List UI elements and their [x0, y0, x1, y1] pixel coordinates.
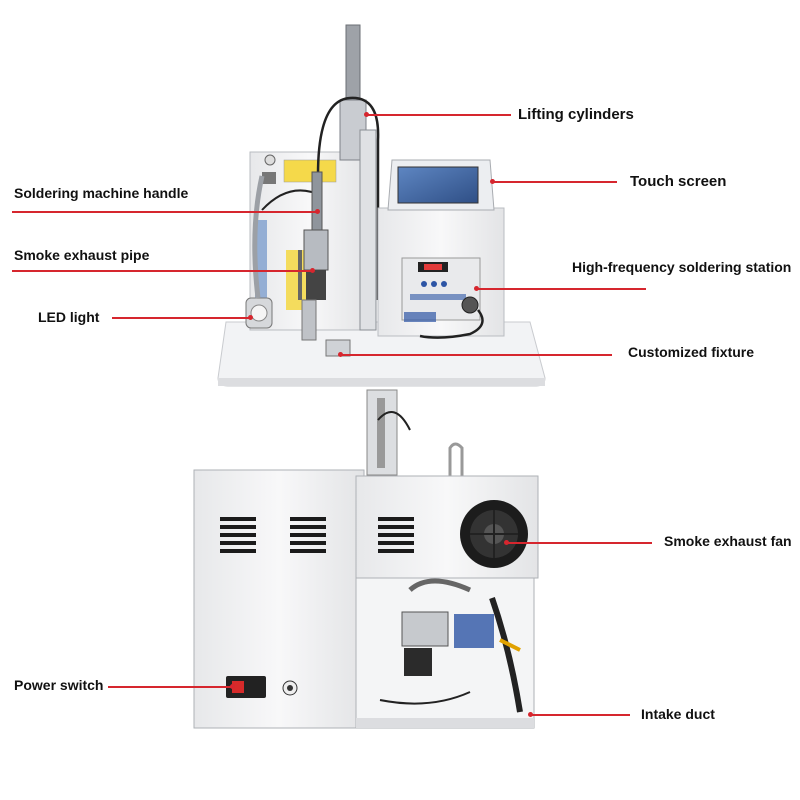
leader-lifting-cylinders: [366, 114, 511, 116]
label-customized-fixture: Customized fixture: [628, 344, 755, 360]
leader-dot: [364, 112, 369, 117]
label-soldering-machine-handle: Soldering machine handle: [14, 185, 189, 201]
leader-dot: [474, 286, 479, 291]
leader-smoke-exhaust-pipe: [12, 270, 312, 272]
front-view-machine: [217, 24, 546, 387]
leader-dot: [248, 315, 253, 320]
leader-led-light: [112, 317, 250, 319]
leader-dot: [315, 209, 320, 214]
leader-power-switch: [108, 686, 232, 688]
leader-dot: [338, 352, 343, 357]
leader-smoke-exhaust-fan: [506, 542, 652, 544]
leader-dot: [490, 179, 495, 184]
leader-dot: [310, 268, 315, 273]
label-touch-screen: Touch screen: [630, 173, 727, 190]
label-smoke-exhaust-fan: Smoke exhaust fan: [664, 533, 792, 549]
label-high-frequency-soldering-station: High-frequency soldering station: [572, 259, 792, 275]
label-power-switch: Power switch: [14, 677, 104, 693]
leader-intake-duct: [530, 714, 630, 716]
leader-dot: [528, 712, 533, 717]
touch-screen-display: [397, 166, 479, 204]
leader-dot: [230, 684, 235, 689]
leader-touch-screen: [492, 181, 617, 183]
leader-soldering-station: [476, 288, 646, 290]
label-smoke-exhaust-pipe: Smoke exhaust pipe: [14, 247, 150, 263]
leader-customized-fixture: [340, 354, 612, 356]
label-lifting-cylinders: Lifting cylinders: [518, 106, 634, 123]
label-led-light: LED light: [38, 309, 100, 325]
leader-dot: [504, 540, 509, 545]
rear-view-machine: [193, 389, 539, 729]
label-intake-duct: Intake duct: [641, 706, 715, 722]
leader-soldering-handle: [12, 211, 317, 213]
